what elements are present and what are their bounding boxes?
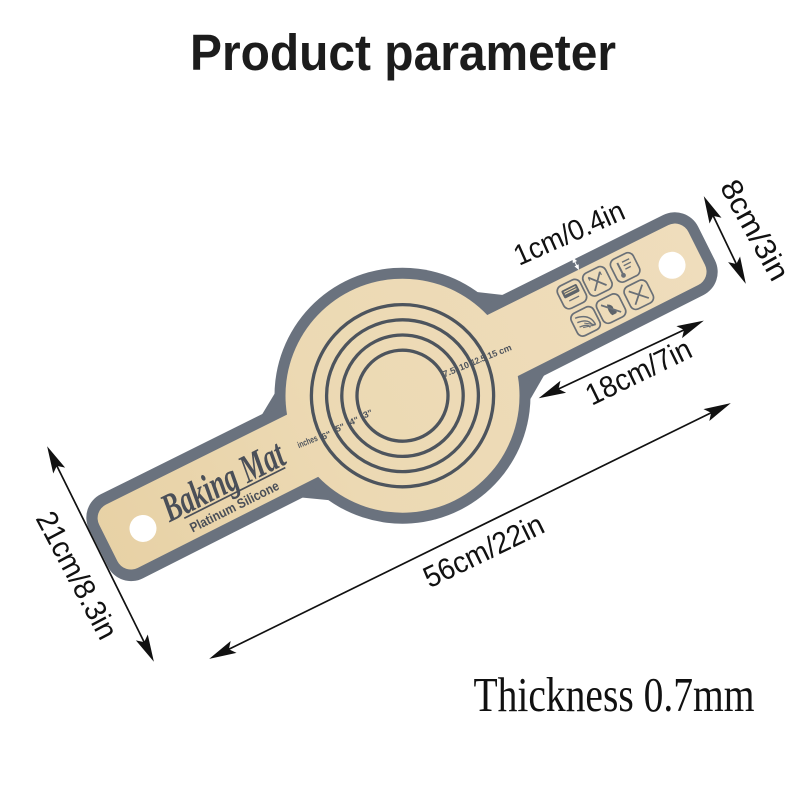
svg-text:10: 10 (458, 360, 471, 373)
svg-text:Product parameter: Product parameter (190, 24, 616, 81)
svg-text:Thickness 0.7mm: Thickness 0.7mm (474, 667, 755, 722)
svg-text:7.5: 7.5 (441, 365, 457, 379)
svg-text:8cm/3in: 8cm/3in (713, 174, 795, 286)
svg-text:56cm/22in: 56cm/22in (418, 508, 549, 595)
svg-text:15: 15 (486, 348, 499, 361)
svg-text:cm: cm (497, 342, 513, 356)
